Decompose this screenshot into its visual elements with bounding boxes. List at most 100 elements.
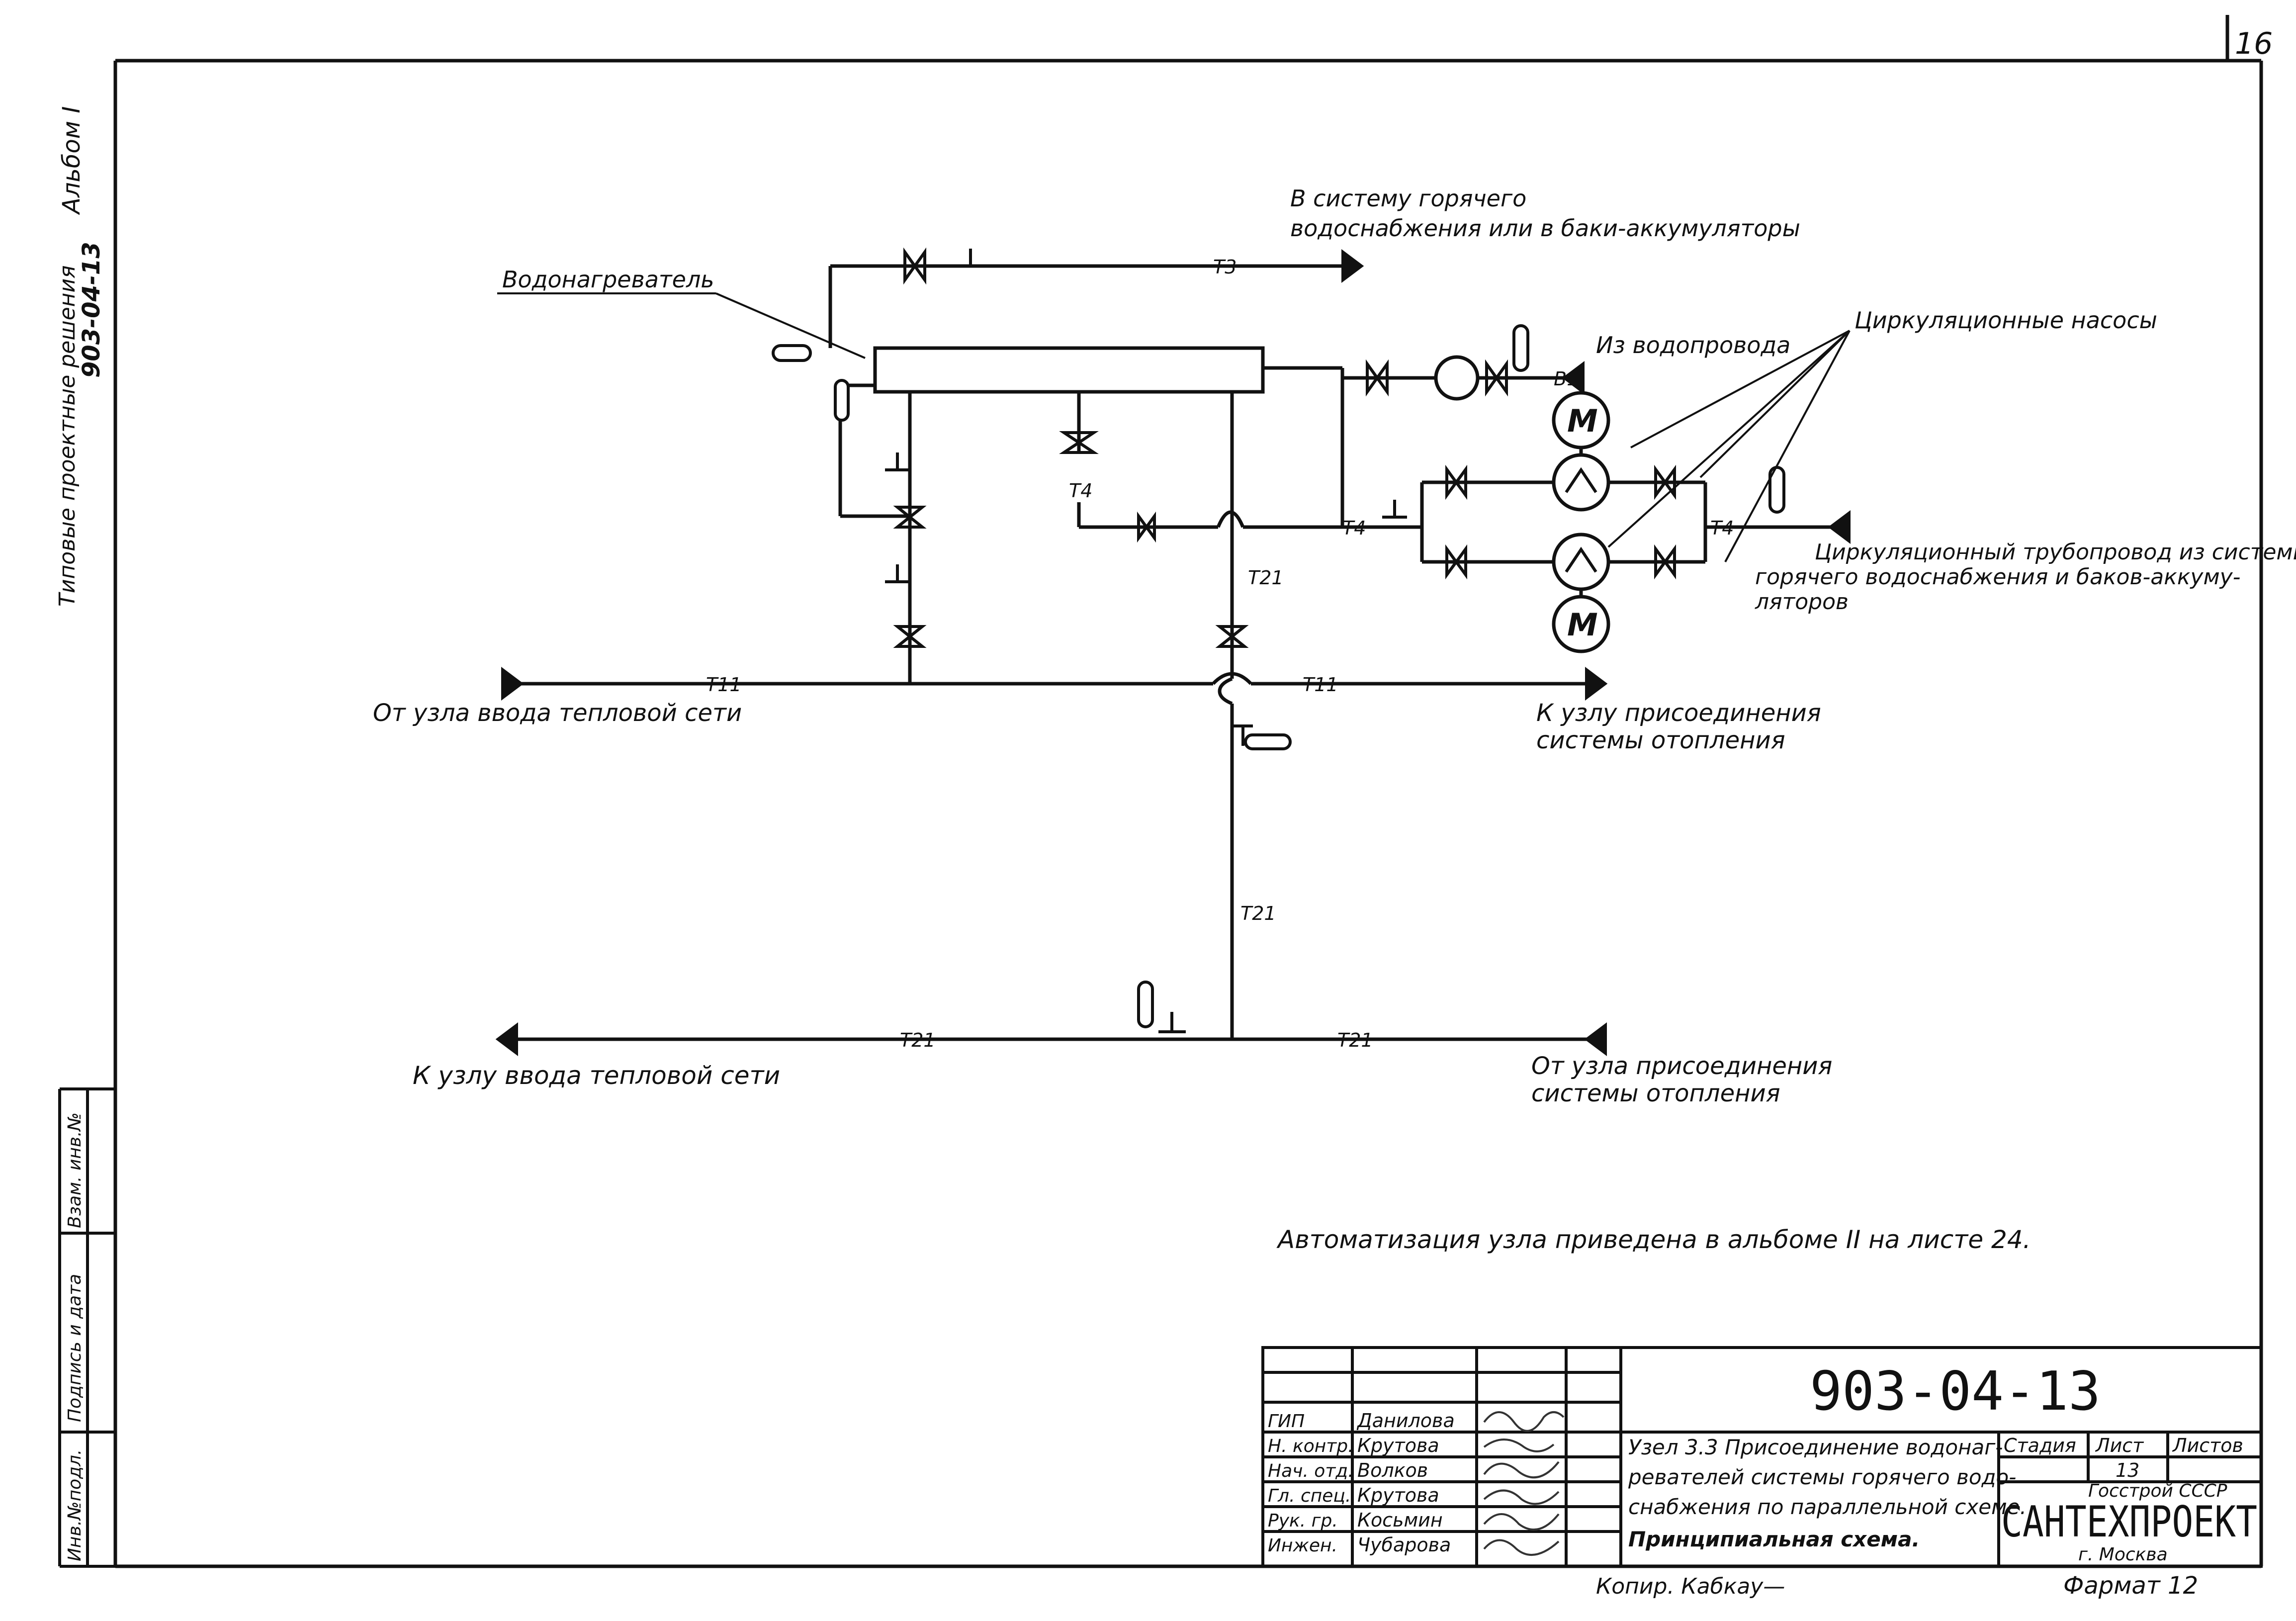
code-t11-b: Т11 (1303, 674, 1338, 696)
name-1: Крутова (1357, 1435, 1439, 1456)
title-block-grid (1261, 1346, 2263, 1568)
pumps (1434, 355, 1610, 653)
label-circ-pipe-2: горячего водоснабжения и баков-аккуму- (1755, 564, 2241, 590)
flow-arrows (495, 249, 1851, 1056)
org-top: Госстрой СССР (2088, 1481, 2227, 1501)
copied-by: Копир. Кабкау— (1596, 1574, 1785, 1599)
code-t4-a: Т4 (1069, 480, 1092, 502)
org-name: САНТЕХПРОЕКТ (2001, 1497, 2257, 1547)
label-heater: Водонагреватель (502, 266, 714, 293)
thermometer-icon (1512, 324, 1529, 372)
arrow-t4 (1828, 510, 1851, 544)
thermometer-icon (834, 379, 850, 422)
label-to-heating-2: системы отопления (1536, 726, 1785, 754)
water-meter (1434, 355, 1480, 401)
name-4: Косьмин (1357, 1509, 1443, 1531)
code-t21-c: Т21 (900, 1029, 936, 1051)
water-heater (873, 346, 1265, 394)
stamp-col-1: Инв.№подл. (65, 1449, 85, 1561)
sheet-description: Узел 3.3 Присоединение водонаг- ревателе… (1628, 1435, 2027, 1551)
label-circ-pipe-3: ляторов (1755, 589, 1849, 615)
code-t4-b: Т4 (1342, 517, 1366, 539)
label-to-hw-2: водоснабжения или в баки-аккумуляторы (1290, 215, 1800, 242)
role-4: Рук. гр. (1268, 1511, 1338, 1531)
label-circ-pipe-1: Циркуляционный трубопровод из системы (1815, 540, 2296, 565)
thermometer-icon (772, 344, 812, 362)
desc-line-3: снабжения по параллельной схеме. (1628, 1495, 2027, 1519)
series-number: 903-04-13 (78, 242, 105, 378)
stamp-col-2: Подпись и дата (65, 1274, 85, 1422)
label-to-heat-input: К узлу ввода тепловой сети (413, 1061, 780, 1090)
label-from-heating-2: системы отопления (1531, 1080, 1780, 1107)
valve (1215, 625, 1249, 648)
label-to-hw-1: В систему горячего (1290, 185, 1526, 212)
name-5: Чубарова (1357, 1534, 1451, 1556)
label-to-heating-1: К узлу присоединения (1536, 699, 1821, 727)
code-t4-c: Т4 (1710, 517, 1734, 539)
valve (903, 247, 926, 285)
arrow-b1 (1562, 361, 1585, 395)
arrow-t21-in (1584, 1022, 1607, 1056)
stage-header: Стадия (2004, 1435, 2076, 1456)
side-stamp (58, 1087, 115, 1568)
pump-2 (1552, 533, 1610, 591)
stamp-col-3: Взам. инв.№ (65, 1112, 85, 1228)
thermometer-icon (1244, 733, 1292, 750)
valve (1059, 431, 1099, 454)
pump-1 (1552, 453, 1610, 512)
code-b1: В1 (1554, 368, 1579, 390)
valve (893, 625, 927, 648)
role-5: Инжен. (1268, 1535, 1337, 1556)
valve (1485, 359, 1508, 397)
code-t3: Т3 (1213, 256, 1236, 278)
org-city: г. Москва (2078, 1544, 2168, 1565)
sheet-frame (113, 15, 2263, 1568)
code-t11-a: Т11 (706, 674, 742, 696)
page-number: 16 (2235, 26, 2273, 61)
label-from-heating-1: От узла присоединения (1531, 1052, 1832, 1080)
automation-note: Автоматизация узла приведена в альбоме I… (1276, 1225, 2031, 1254)
valve (1445, 544, 1467, 580)
label-from-heat-input: От узла ввода тепловой сети (373, 699, 742, 727)
desc-line-1: Узел 3.3 Присоединение водонаг- (1628, 1435, 2003, 1459)
signatures (1483, 1411, 1565, 1556)
arrow-t21-out (495, 1022, 518, 1056)
pipe-codes: Т3 В1 Т4 Т4 Т4 Т11 Т11 Т21 Т21 Т21 Т21 (706, 256, 1734, 1051)
desc-line-4: Принципиальная схема. (1628, 1527, 1920, 1551)
arrow-t11-out (1585, 667, 1608, 701)
name-3: Крутова (1357, 1484, 1439, 1506)
pipelines (517, 264, 1850, 1041)
sheet-format: Фармат 12 (2063, 1572, 2198, 1600)
motor-label-1: М (1567, 403, 1598, 439)
valve (1445, 464, 1467, 500)
valve (1654, 544, 1676, 580)
label-circ-pumps: Циркуляционные насосы (1854, 307, 2157, 334)
valve (1654, 464, 1676, 500)
motor-label-2: М (1567, 607, 1598, 643)
series-title: Типовые проектные решения (55, 265, 80, 607)
sheet-header: Лист (2095, 1435, 2144, 1456)
role-2: Нач. отд. (1268, 1461, 1354, 1481)
sheet-value: 13 (2116, 1459, 2139, 1481)
thermometers (772, 324, 1785, 1028)
valve (893, 506, 927, 529)
name-0: Данилова (1356, 1410, 1455, 1432)
arrow-t11-in (501, 667, 524, 701)
leader-lines (497, 292, 1851, 562)
role-3: Гл. спец. (1268, 1486, 1351, 1506)
code-t21-d: Т21 (1337, 1029, 1373, 1051)
name-2: Волков (1357, 1459, 1428, 1481)
desc-line-2: ревателей системы горячего водо- (1628, 1465, 2016, 1489)
gauge-stubs (885, 249, 1407, 1033)
valves (893, 247, 1676, 648)
sheets-header: Листов (2172, 1435, 2243, 1456)
album-label: Альбом I (58, 106, 86, 215)
doc-number: 903-04-13 (1810, 1360, 2101, 1423)
code-t21-a: Т21 (1248, 567, 1284, 589)
roles-list: ГИП Данилова Н. контр. Крутова Нач. отд.… (1268, 1410, 1455, 1556)
arrow-t3 (1341, 249, 1364, 283)
valve (1137, 511, 1156, 543)
role-0: ГИП (1268, 1411, 1305, 1432)
role-1: Н. контр. (1268, 1436, 1354, 1456)
